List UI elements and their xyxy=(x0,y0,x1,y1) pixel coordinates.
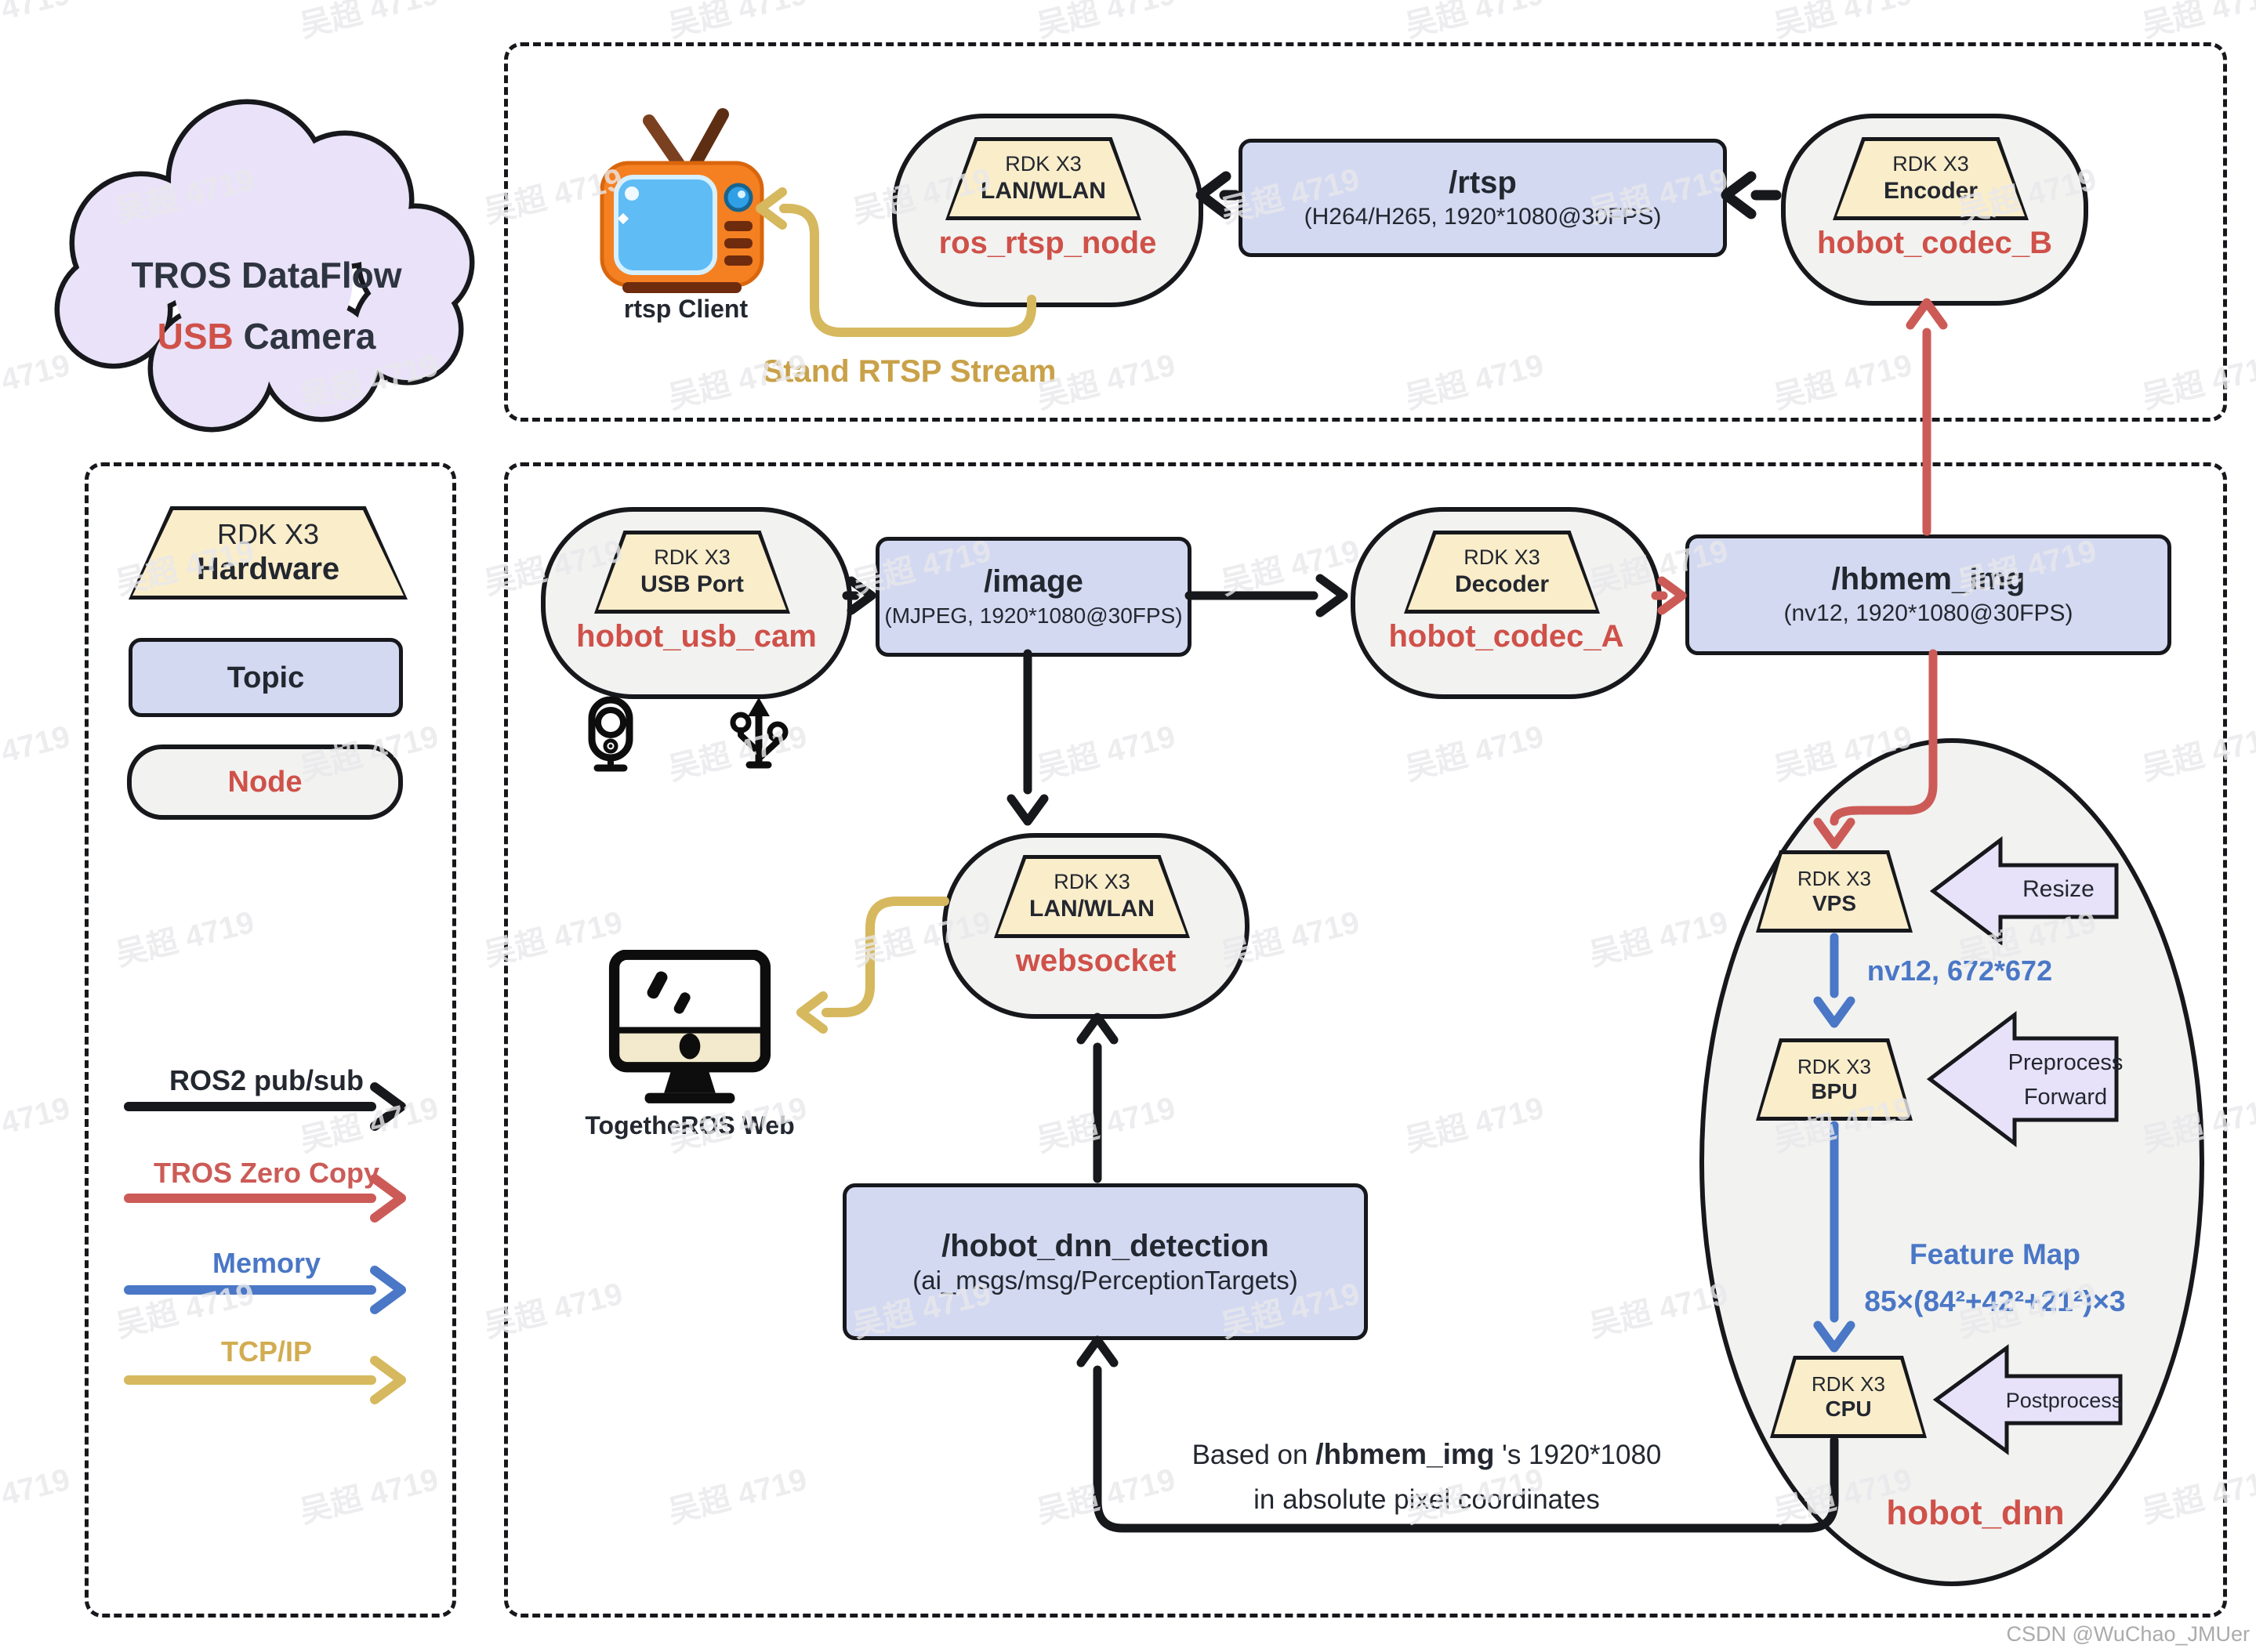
vps-trapezoid: RDK X3 VPS xyxy=(1756,850,1913,933)
feature-map-label-line1: Feature Map xyxy=(1910,1238,2080,1270)
watermark-text: 吴超 4719 xyxy=(1402,0,1547,45)
usb-cam-node-name: hobot_usb_cam xyxy=(576,619,817,654)
ros-rtsp-node-name: ros_rtsp_node xyxy=(938,226,1157,260)
legend-topic-label: Topic xyxy=(227,661,305,694)
watermark-text: 吴超 4719 xyxy=(1033,0,1179,45)
togetheros-web-label: TogetheROS Web xyxy=(585,1111,795,1139)
topic-detection-title: /hobot_dnn_detection xyxy=(941,1229,1269,1263)
topic-rtsp-title: /rtsp xyxy=(1449,165,1517,200)
codec-b-node-name: hobot_codec_B xyxy=(1816,226,2053,260)
cloud-title-line2: USB Camera xyxy=(71,306,462,367)
legend-topic-box: Topic xyxy=(129,638,403,717)
topic-detection-subtitle: (ai_msgs/msg/PerceptionTargets) xyxy=(912,1266,1298,1295)
watermark-text: 吴超 4719 xyxy=(0,1462,74,1530)
topic-hbmem-title: /hbmem_img xyxy=(1831,562,2026,596)
preprocess-line1: Preprocess xyxy=(2008,1050,2124,1075)
legend-memory-label: Memory xyxy=(212,1247,321,1279)
legend-hardware-line2: Hardware xyxy=(196,552,340,587)
nv12-label: nv12, 672*672 xyxy=(1866,955,2053,987)
websocket-node-name: websocket xyxy=(1015,944,1177,978)
cpu-hw-line2: CPU xyxy=(1825,1397,1872,1422)
legend-zero-copy-label: TROS Zero Copy xyxy=(153,1157,380,1189)
cloud-title-rest: Camera xyxy=(233,316,376,357)
cloud-title-accent: USB xyxy=(157,316,234,357)
bpu-hw-line2: BPU xyxy=(1811,1079,1858,1104)
watermark-text: 吴超 4719 xyxy=(0,1090,74,1158)
codec-a-node-name: hobot_codec_A xyxy=(1388,619,1624,654)
note-line2: in absolute pixel coordinates xyxy=(1253,1484,1600,1515)
tv-icon xyxy=(600,108,764,293)
bpu-hw-line1: RDK X3 xyxy=(1797,1054,1871,1078)
legend-ros2-label: ROS2 pub/sub xyxy=(169,1064,364,1096)
preprocess-arrow-label: Preprocess Forward xyxy=(1995,1045,2136,1114)
topic-image-title: /image xyxy=(984,563,1083,599)
websocket-hw-line1: RDK X3 xyxy=(1054,870,1130,894)
cloud-shape xyxy=(54,99,475,433)
legend-tcpip-label: TCP/IP xyxy=(220,1335,312,1368)
cloud-title-line1: TROS DataFlow xyxy=(131,255,402,295)
postprocess-arrow-label: Postprocess xyxy=(2005,1389,2123,1412)
main-section-box xyxy=(504,462,2227,1618)
node-hobot-usb-cam: RDK X3 USB Port hobot_usb_cam xyxy=(541,507,852,699)
codec-b-hw-line2: Encoder xyxy=(1883,178,1979,205)
node-ros-rtsp: RDK X3 LAN/WLAN ros_rtsp_node xyxy=(892,114,1203,307)
topic-rtsp: /rtsp (H264/H265, 1920*1080@30FPS) xyxy=(1239,139,1727,257)
usb-cam-hw-line2: USB Port xyxy=(640,571,744,598)
hobot-dnn-node-name: hobot_dnn xyxy=(1886,1494,2065,1532)
note-topic: /hbmem_img xyxy=(1315,1438,1495,1470)
vps-hw-line1: RDK X3 xyxy=(1797,866,1871,890)
usb-cam-hw-line1: RDK X3 xyxy=(654,545,731,570)
watermark-text: 吴超 4719 xyxy=(0,0,74,44)
legend-hardware-line1: RDK X3 xyxy=(216,517,320,550)
rtsp-client-label: rtsp Client xyxy=(623,295,749,323)
preprocess-line2: Forward xyxy=(2023,1085,2108,1110)
webcam-icon xyxy=(588,696,633,772)
watermark-text: 吴超 4719 xyxy=(296,0,442,45)
note-suffix: 's 1920*1080 xyxy=(1494,1440,1662,1470)
watermark-text: 吴超 4719 xyxy=(0,719,74,787)
node-websocket: RDK X3 LAN/WLAN websocket xyxy=(942,833,1250,1019)
stand-rtsp-stream-label: Stand RTSP Stream xyxy=(762,354,1057,389)
legend-box xyxy=(85,462,456,1618)
codec-b-hw-line1: RDK X3 xyxy=(1892,152,1969,176)
vps-hw-line2: VPS xyxy=(1812,891,1857,916)
rtsp-section-box xyxy=(504,42,2227,422)
csdn-credit: CSDN @WuChao_JMUer xyxy=(2006,1622,2251,1646)
codec-a-hw-line2: Decoder xyxy=(1454,571,1550,598)
legend-node-shape: Node xyxy=(127,744,403,820)
watermark-text: 吴超 4719 xyxy=(665,0,811,45)
feature-map-label-line2: 85×(84²+42²+21²)×3 xyxy=(1864,1285,2126,1317)
watermark-text: 吴超 4719 xyxy=(2138,0,2256,45)
topic-rtsp-subtitle: (H264/H265, 1920*1080@30FPS) xyxy=(1304,203,1662,230)
topic-image: /image (MJPEG, 1920*1080@30FPS) xyxy=(876,537,1191,657)
ros-rtsp-hw-line1: RDK X3 xyxy=(1005,152,1082,176)
note-prefix: Based on xyxy=(1191,1440,1316,1470)
watermark-text: 吴超 4719 xyxy=(1770,0,1916,45)
topic-hobot-dnn-detection: /hobot_dnn_detection (ai_msgs/msg/Percep… xyxy=(843,1183,1368,1340)
cpu-trapezoid: RDK X3 CPU xyxy=(1770,1356,1927,1438)
topic-hbmem-img: /hbmem_img (nv12, 1920*1080@30FPS) xyxy=(1685,534,2171,655)
legend-node-label: Node xyxy=(227,765,303,799)
coordinates-note: Based on /hbmem_img 's 1920*1080 in abso… xyxy=(1121,1432,1732,1522)
codec-a-hw-line1: RDK X3 xyxy=(1463,545,1540,570)
topic-image-subtitle: (MJPEG, 1920*1080@30FPS) xyxy=(884,603,1183,628)
bpu-trapezoid: RDK X3 BPU xyxy=(1756,1038,1913,1121)
node-hobot-codec-a: RDK X3 Decoder hobot_codec_A xyxy=(1351,507,1662,699)
topic-hbmem-subtitle: (nv12, 1920*1080@30FPS) xyxy=(1783,600,2073,626)
ros-rtsp-hw-line2: LAN/WLAN xyxy=(981,178,1106,205)
cpu-hw-line1: RDK X3 xyxy=(1812,1371,1885,1396)
resize-arrow-label: Resize xyxy=(2022,876,2095,902)
usb-icon xyxy=(730,697,789,769)
note-line1: Based on /hbmem_img 's 1920*1080 xyxy=(1121,1432,1732,1477)
node-hobot-codec-b: RDK X3 Encoder hobot_codec_B xyxy=(1781,114,2088,306)
monitor-icon xyxy=(608,950,771,1103)
websocket-hw-line2: LAN/WLAN xyxy=(1029,896,1155,922)
legend-hardware-trapezoid: RDK X3 Hardware xyxy=(129,506,408,600)
cloud-title: TROS DataFlow USB Camera xyxy=(71,245,462,367)
